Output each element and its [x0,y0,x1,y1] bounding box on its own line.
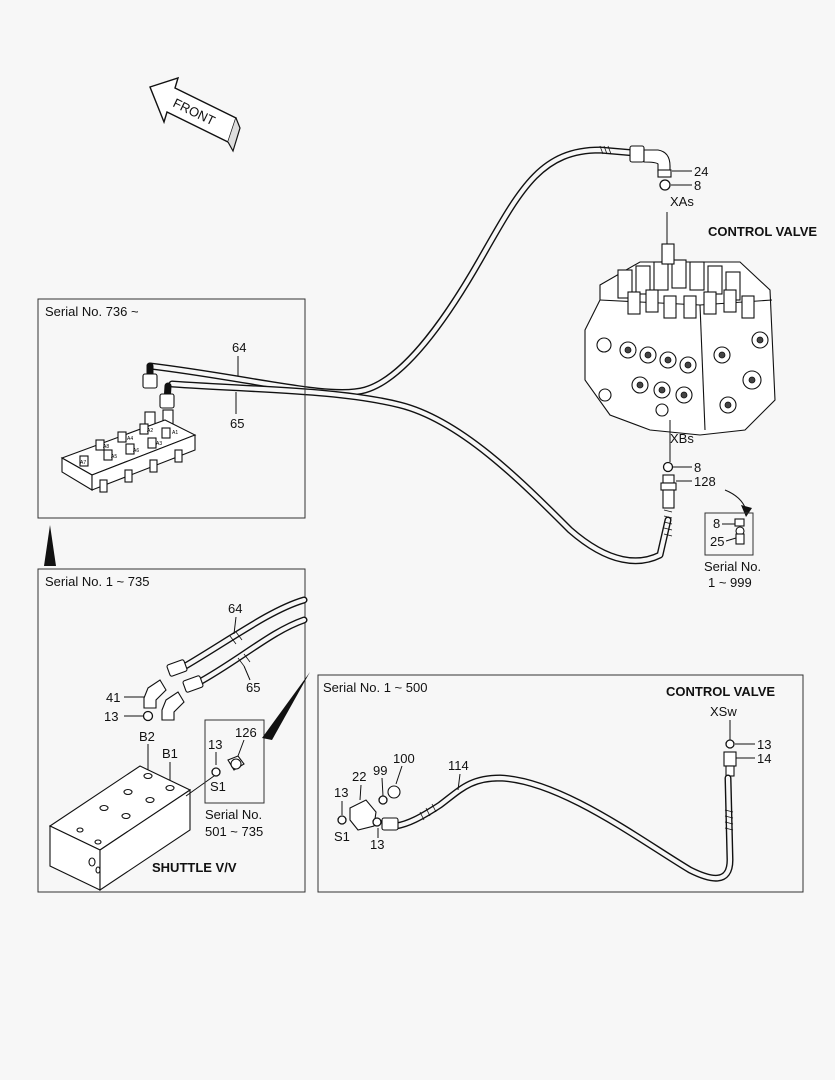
inset-b-callout-13: 13 [208,737,222,752]
port-a7: A7 [80,460,86,466]
panel-b-hose-65: 65 [246,680,260,695]
callout-128: 128 [694,474,716,489]
port-xbs: XBs [670,431,694,446]
panel-b-hose-64: 64 [228,601,242,616]
callout-inset-25: 25 [710,534,724,549]
callout-inset-8: 8 [713,516,720,531]
panel-a-title: Serial No. 736 ~ [45,304,139,319]
panel-a-hose-64: 64 [232,340,246,355]
inset-b-serial-line2: 501 ~ 735 [205,824,263,839]
panel-c-callout-13a: 13 [757,737,771,752]
panel-c-callout-99: 99 [373,763,387,778]
panel-serial-736: Serial No. 736 ~ 64 65 A8 A4 [37,298,306,519]
valve-ports [596,331,769,417]
port-a3: A3 [156,441,162,447]
manifold-block: A8 A4 A2 A1 A7 A5 A6 A3 [60,419,197,493]
port-a1: A1 [172,430,178,436]
inset-b-callout-126: 126 [235,725,257,740]
panel-c-callout-14: 14 [757,751,771,766]
callout-8b: 8 [694,460,701,475]
front-arrow: FRONT [149,76,241,153]
inset-b-serial-line1: Serial No. [205,807,262,822]
inset-serial-501-735: 13 126 S1 Serial No. 501 ~ 735 [204,719,265,839]
main-hose-upper [146,146,639,396]
inset-b-port-s1: S1 [210,779,226,794]
panel-c-link-triangle [262,672,310,740]
panel-c-callout-100: 100 [393,751,415,766]
port-xsw: XSw [710,704,737,719]
panel-a-hose-65: 65 [230,416,244,431]
panel-c-callout-13b: 13 [334,785,348,800]
valve-spools [617,243,755,319]
port-b1: B1 [162,746,178,761]
panel-c-title: Serial No. 1 ~ 500 [323,680,427,695]
panel-b-callout-13: 13 [104,709,118,724]
panel-c-port-s1: S1 [334,829,350,844]
callout-24: 24 [694,164,708,179]
adapter-128 [660,474,677,509]
panel-b-title: Serial No. 1 ~ 735 [45,574,149,589]
o-ring-8a [659,179,671,191]
o-ring-8b [662,461,674,473]
callout-8a: 8 [694,178,701,193]
port-a5: A5 [111,454,117,460]
panel-link-triangle [44,525,56,566]
panel-c-callout-13c: 13 [370,837,384,852]
shuttle-valve-label: SHUTTLE V/V [152,860,237,875]
panel-serial-1-735: Serial No. 1 ~ 735 64 65 41 13 B2 B1 [37,568,308,893]
panel-c-callout-114: 114 [448,758,469,773]
inset-serial-line1: Serial No. [704,559,761,574]
control-valve-label-top: CONTROL VALVE [708,224,817,239]
panel-c-control-valve-label: CONTROL VALVE [666,684,775,699]
port-a6: A6 [133,448,139,454]
inset-serial-line2: 1 ~ 999 [708,575,752,590]
hose-hatching [599,145,673,537]
main-hose-lower [168,380,672,565]
port-b2: B2 [139,729,155,744]
shuttle-valve-block: SHUTTLE V/V [48,765,237,892]
panel-serial-1-500: Serial No. 1 ~ 500 CONTROL VALVE XSw 13 … [317,674,804,893]
control-valve-main: CONTROL VALVE [584,224,817,436]
panel-b-callout-41: 41 [106,690,120,705]
inset-serial-1-999: 8 25 Serial No. 1 ~ 999 [704,512,761,590]
port-a8: A8 [103,444,109,450]
panel-c-callout-22: 22 [352,769,366,784]
port-xas: XAs [670,194,694,209]
port-a4: A4 [127,436,133,442]
elbow-fitting-24 [629,145,672,178]
port-a2: A2 [147,428,153,434]
